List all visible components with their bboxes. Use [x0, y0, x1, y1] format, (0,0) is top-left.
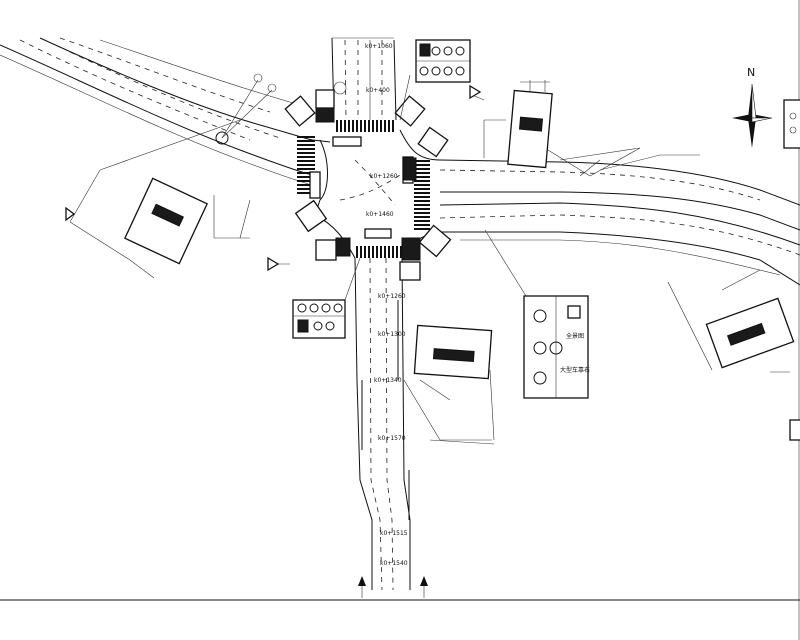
guide-sign-west	[69, 119, 251, 279]
signal-head-west	[309, 171, 321, 199]
warning-sign-group-ne	[394, 95, 449, 181]
flag-marker-icon	[267, 256, 280, 272]
south-road-arrows	[358, 576, 428, 598]
signal-pole-icon	[215, 131, 229, 145]
guide-sign-center-south	[413, 324, 495, 445]
warning-sign-group-nw	[284, 89, 335, 127]
guide-sign-east	[507, 80, 641, 177]
sign-board-text-b: 大型车靠右	[560, 366, 590, 374]
guide-sign-north	[399, 39, 471, 121]
crosswalk-north	[336, 120, 396, 132]
guide-sign-southwest	[268, 257, 361, 339]
edge-sign-right	[783, 99, 800, 149]
east-road	[439, 147, 800, 286]
north-label: N	[747, 66, 755, 79]
east-annotation-lines	[469, 93, 601, 177]
station-label-s1: k0+1260	[378, 293, 406, 300]
warning-sign-group-sw	[294, 199, 351, 261]
south-road	[354, 257, 411, 591]
guide-sign-southeast	[667, 269, 795, 373]
guide-sign-lane-control: 全景图 大型车靠右	[484, 229, 590, 399]
warning-sign-group-se	[399, 224, 452, 281]
station-label-s2: k0+1300	[378, 331, 406, 338]
station-label-s5: k0+1515	[380, 530, 408, 537]
northwest-road	[0, 37, 331, 189]
north-road	[331, 37, 397, 121]
signal-head-south	[364, 228, 392, 239]
station-label-n1: k0+1060	[365, 43, 393, 50]
edge-sign-fragment	[789, 419, 800, 441]
station-label-s3: k0+1340	[374, 377, 402, 384]
pole-marker-icon	[253, 73, 263, 83]
station-label-s6: k0+1540	[380, 560, 408, 567]
station-label-n2: k0+400	[366, 87, 390, 94]
north-arrow: N	[732, 66, 773, 148]
station-label-s4: k0+1570	[378, 435, 406, 442]
sign-board-text-a: 全景图	[566, 332, 584, 340]
flag-marker-icon	[65, 206, 76, 222]
flag-marker-icon	[469, 84, 482, 100]
signal-head-north	[332, 136, 362, 147]
station-label-center-2: k0+1460	[366, 211, 394, 218]
crosswalk-east	[414, 160, 430, 230]
pole-marker-icon	[267, 83, 277, 93]
pole-marker-icon	[333, 81, 347, 95]
crosswalk-south	[354, 246, 402, 258]
station-label-center: k0+1260	[370, 173, 398, 180]
